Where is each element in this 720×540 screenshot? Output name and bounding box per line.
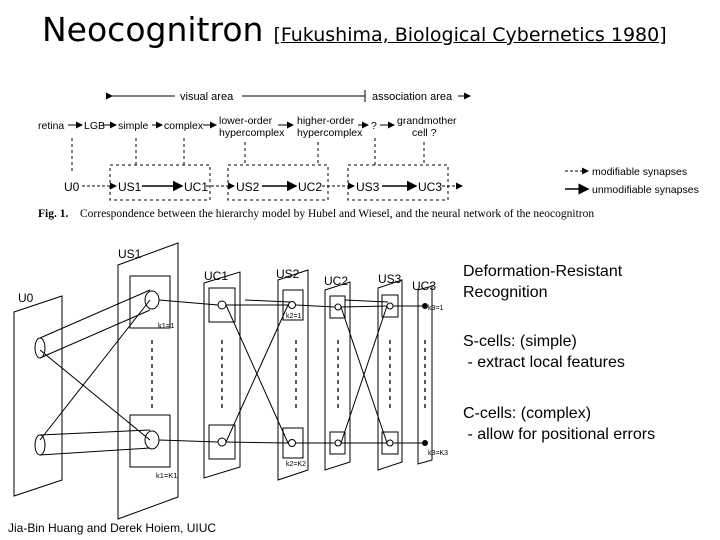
- fig1-layer-uc2: UC2: [298, 180, 322, 194]
- legend-modifiable: modifiable synapses: [592, 166, 687, 178]
- slide-title: Neocognitron [Fukushima, Biological Cyber…: [42, 10, 667, 49]
- fig1-hierarchy: visual area association area retina LGB …: [38, 90, 699, 220]
- fig1-layer-u0: U0: [64, 180, 80, 194]
- title-main: Neocognitron: [42, 10, 264, 49]
- citation-bracket-close: ]: [659, 24, 667, 46]
- fig2-labels: U0 US1 UC1 US2 UC2 US3 UC3 k1=1 k2=1 k3=…: [18, 247, 448, 480]
- hier-question: ?: [371, 120, 377, 132]
- k3-bottom-label: k3=K3: [428, 450, 448, 457]
- hier-cell: cell ?: [412, 127, 437, 139]
- legend-unmodifiable: unmodifiable synapses: [592, 184, 699, 196]
- hier-hypercomplex-2: hypercomplex: [297, 127, 363, 139]
- k1-top-label: k1=1: [158, 321, 174, 330]
- fig2-layer-uc2: UC2: [324, 274, 348, 288]
- hier-complex: complex: [164, 120, 204, 132]
- fig2-layer-uc1: UC1: [204, 269, 228, 283]
- fig1-layer-uc1: UC1: [184, 180, 208, 194]
- k2-top-label: k2=1: [286, 313, 301, 320]
- fig2-layer-us2: US2: [276, 267, 300, 281]
- citation-link[interactable]: Fukushima, Biological Cybernetics 1980: [280, 24, 660, 46]
- fig1-layer-us1: US1: [118, 180, 142, 194]
- fig2-network: [13, 242, 433, 520]
- k3-top-label: k3=1: [428, 305, 443, 312]
- fig1-layer-uc3: UC3: [418, 180, 442, 194]
- hier-retina: retina: [38, 120, 64, 132]
- fig1-layer-us3: US3: [356, 180, 380, 194]
- notes-c-cells: C-cells: (complex) - allow for positiona…: [463, 405, 656, 443]
- hier-higher-order: higher-order: [297, 115, 355, 127]
- fig1-caption-label: Fig. 1.: [38, 208, 68, 220]
- fig2-layer-us3: US3: [378, 272, 402, 286]
- association-area-label: association area: [372, 91, 453, 103]
- fig2-layer-us1: US1: [118, 247, 142, 261]
- fig1-caption: Correspondence between the hierarchy mod…: [80, 208, 594, 220]
- footer-credit: Jia-Bin Huang and Derek Hoiem, UIUC: [8, 521, 217, 535]
- hier-hypercomplex-1: hypercomplex: [219, 127, 285, 139]
- notes-s-cells: S-cells: (simple) - extract local featur…: [463, 333, 625, 371]
- hier-simple: simple: [118, 120, 149, 132]
- hier-lower-order: lower-order: [219, 115, 273, 127]
- fig1-layer-us2: US2: [236, 180, 260, 194]
- notes-heading: Deformation-Resistant Recognition: [463, 263, 623, 301]
- k2-bottom-label: k2=K2: [286, 461, 306, 468]
- hier-grandmother: grandmother: [397, 115, 457, 127]
- citation: [Fukushima, Biological Cybernetics 1980]: [273, 24, 666, 46]
- k1-bottom-label: k1=K1: [156, 471, 177, 480]
- hier-lgb: LGB: [84, 120, 105, 132]
- fig2-layer-uc3: UC3: [412, 279, 436, 293]
- u0-plane: [13, 295, 63, 497]
- citation-bracket-open: [: [273, 24, 281, 46]
- fig2-layer-u0: U0: [18, 291, 34, 305]
- visual-area-label: visual area: [180, 91, 234, 103]
